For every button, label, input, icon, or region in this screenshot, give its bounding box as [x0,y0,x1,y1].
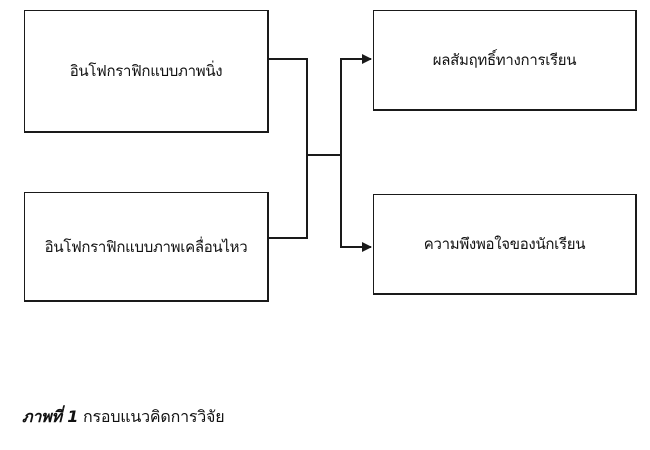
input-box-animated-infographic: อินโฟกราฟิกแบบภาพเคลื่อนไหว [24,192,269,302]
arrow-to-student-satisfaction [340,155,372,252]
input-box-static-infographic: อินโฟกราฟิกแบบภาพนิ่ง [24,10,269,133]
output-box-student-satisfaction: ความพึงพอใจของนักเรียน [373,194,637,295]
connector-from-animated-input [269,155,308,239]
figure-number: ภาพที่ 1 [22,407,79,426]
output-label-student-satisfaction: ความพึงพอใจของนักเรียน [423,235,586,253]
output-label-learning-achievement: ผลสัมฤทธิ์ทางการเรียน [432,51,577,69]
output-box-learning-achievement: ผลสัมฤทธิ์ทางการเรียน [373,10,637,111]
figure-title: กรอบแนวคิดการวิจัย [83,407,225,426]
input-label-animated-infographic: อินโฟกราฟิกแบบภาพเคลื่อนไหว [44,237,248,256]
input-label-static-infographic: อินโฟกราฟิกแบบภาพนิ่ง [69,62,223,80]
arrow-to-learning-achievement [340,54,372,155]
figure-caption: ภาพที่ 1 กรอบแนวคิดการวิจัย [22,405,225,430]
connector-from-static-input [269,58,308,155]
